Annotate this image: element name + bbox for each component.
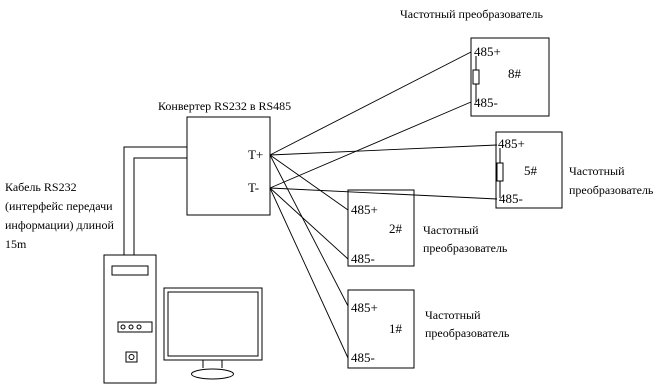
wire-tplus-inverter-8 <box>269 51 472 156</box>
wire-tplus-inverter-2 <box>269 154 349 211</box>
tower-button-panel <box>117 321 153 333</box>
tower-case <box>103 254 157 384</box>
inverter-2-label-line-1: Частотный <box>423 223 479 237</box>
converter: Конвертер RS232 в RS485 T+ T- <box>158 99 291 216</box>
inverter-2-minus: 485- <box>351 251 375 266</box>
inverter-1-plus: 485+ <box>351 300 378 315</box>
inverter-1-label-line-2: преобразователь <box>425 326 510 340</box>
cable-label: Кабель RS232 (интерфейс передачи информа… <box>5 180 114 251</box>
cable-label-line-3: информации) длиной <box>5 218 114 232</box>
computer-tower-icon <box>103 254 157 384</box>
tower-power-button <box>125 351 138 363</box>
inverter-5: 485+ 5# 485- Частотный преобразователь <box>495 131 654 209</box>
inverter-5-label-line-1: Частотный <box>569 164 625 178</box>
tower-power-led <box>128 354 135 360</box>
rs485-bus-wires <box>269 51 498 359</box>
inverter-1-number: 1# <box>389 321 403 336</box>
inverter-2-box <box>347 189 415 267</box>
inverter-8-plus: 485+ <box>474 44 501 59</box>
tower-button <box>120 324 126 330</box>
rs232-cable <box>123 146 187 255</box>
inverter-2-label-line-2: преобразователь <box>423 241 508 255</box>
inverter-5-number: 5# <box>524 163 538 178</box>
converter-t-plus-label: T+ <box>248 147 263 162</box>
tower-drive-bay <box>111 265 149 276</box>
cable-label-line-2: (интерфейс передачи <box>5 199 113 213</box>
wire-tplus-inverter-1 <box>269 154 349 307</box>
inverter-8-number: 8# <box>508 66 522 81</box>
rs232-cable-inner-line <box>133 157 187 255</box>
inverter-2-number: 2# <box>389 221 403 236</box>
wire-tminus-inverter-2 <box>269 187 349 260</box>
monitor-base <box>191 368 234 380</box>
inverter-5-plus: 485+ <box>498 136 525 151</box>
inverter-8: Частотный преобразователь 485+ 8# 485- <box>400 7 550 117</box>
monitor-icon <box>163 287 263 380</box>
wire-tminus-inverter-1 <box>269 187 349 359</box>
inverter-5-label-line-2: преобразователь <box>569 183 654 197</box>
inverter-8-label-line-1: Частотный преобразователь <box>400 7 543 21</box>
converter-t-minus-label: T- <box>248 180 259 195</box>
cable-label-line-1: Кабель RS232 <box>5 180 77 194</box>
inverter-1-minus: 485- <box>351 350 375 365</box>
inverter-2: 485+ 2# 485- Частотный преобразователь <box>347 189 508 267</box>
terminating-resistor-icon <box>472 56 480 102</box>
terminating-resistor-icon <box>496 148 504 198</box>
inverter-1: 485+ 1# 485- Частотный преобразователь <box>347 289 510 369</box>
inverter-8-minus: 485- <box>474 95 498 110</box>
converter-box <box>186 116 271 216</box>
wire-tminus-inverter-5 <box>269 187 498 200</box>
inverter-2-plus: 485+ <box>351 202 378 217</box>
monitor-screen <box>167 291 259 357</box>
inverter-5-box <box>495 131 563 209</box>
inverter-1-box <box>347 289 415 369</box>
converter-title: Конвертер RS232 в RS485 <box>158 99 291 113</box>
wire-tplus-inverter-5 <box>269 144 498 156</box>
cable-label-line-4: 15m <box>5 237 27 251</box>
rs232-cable-outer-line <box>123 146 187 255</box>
tower-button <box>128 324 134 330</box>
tower-button <box>136 324 142 330</box>
inverter-1-label-line-1: Частотный <box>425 308 481 322</box>
inverter-5-minus: 485- <box>499 191 523 206</box>
wire-tminus-inverter-8 <box>269 101 472 189</box>
monitor-frame <box>163 287 263 361</box>
inverter-8-box <box>470 37 550 117</box>
